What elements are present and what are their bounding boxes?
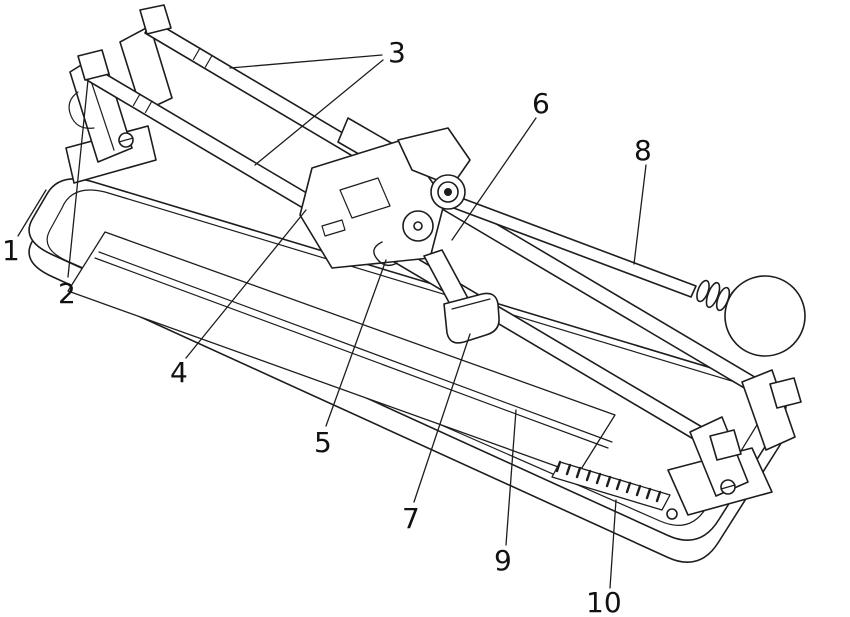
label-9: 9	[494, 544, 512, 577]
scale-tick	[555, 460, 562, 473]
leader-5	[325, 259, 387, 427]
callout-labels: 1 2 3 4 5 6 7 8 9 10	[2, 36, 652, 617]
leader-7	[413, 333, 471, 503]
leader-9	[505, 409, 517, 546]
label-6: 6	[532, 87, 550, 120]
scale-strip	[551, 461, 671, 511]
label-5: 5	[314, 426, 332, 459]
label-8: 8	[634, 134, 652, 167]
leader-2	[67, 79, 89, 278]
measuring-scale	[551, 460, 671, 511]
handle-ball	[724, 275, 806, 357]
scale-tick	[585, 469, 592, 482]
label-3: 3	[388, 36, 406, 69]
leader-8	[633, 164, 647, 265]
rear-rail-cap-right	[769, 377, 802, 409]
scale-tick	[605, 475, 612, 488]
carriage-assembly	[299, 117, 500, 344]
breaker-foot	[443, 292, 500, 344]
breaker-foot-edge	[451, 298, 491, 310]
scale-tick	[575, 466, 582, 479]
scale-tick	[595, 472, 602, 485]
label-2: 2	[58, 277, 76, 310]
scale-tick	[655, 490, 662, 503]
scale-tick	[645, 487, 652, 500]
label-10: 10	[586, 586, 622, 617]
pivot-yoke	[397, 127, 471, 187]
front-rail-cap-right	[709, 429, 742, 461]
left-bracket-rear-arm	[119, 25, 173, 113]
leader-1	[17, 189, 47, 237]
leader-lines	[17, 54, 647, 589]
base-screw-rear-right	[666, 508, 678, 520]
cutting-wheel	[402, 210, 434, 242]
bed-ridge-line	[98, 251, 613, 443]
label-4: 4	[170, 356, 188, 389]
right-bracket	[667, 369, 802, 516]
pivot-axle	[444, 188, 452, 196]
left-bracket-screw-slot	[118, 137, 134, 143]
leader-4	[185, 209, 307, 359]
leader-10	[609, 499, 617, 589]
leader-6	[451, 117, 537, 241]
right-bracket-rear-arm	[741, 369, 796, 451]
rear-rail-collar	[192, 47, 201, 61]
label-1: 1	[2, 234, 20, 267]
bed-ridge-line	[94, 257, 609, 449]
left-bracket-clevis	[68, 91, 95, 129]
scale-ticks	[555, 460, 662, 503]
front-rail-collar	[132, 93, 141, 107]
cutting-wheel-hub	[413, 221, 423, 231]
front-rail-cap-left	[77, 49, 110, 81]
leader-3a	[229, 54, 383, 69]
right-bracket-screw-slot	[720, 484, 736, 490]
scale-tick	[635, 484, 642, 497]
carriage-slot	[321, 219, 346, 237]
scale-tick	[625, 481, 632, 494]
rear-rail-cap-left	[139, 4, 172, 35]
rear-rail-collar	[204, 54, 213, 68]
label-7: 7	[402, 502, 420, 535]
front-rail-collar	[144, 100, 153, 114]
carriage-window	[339, 177, 391, 219]
scale-tick	[565, 463, 572, 476]
base-plate	[28, 178, 787, 564]
scale-tick	[615, 478, 622, 491]
leader-3b	[254, 59, 384, 166]
spring-clip	[373, 241, 398, 267]
